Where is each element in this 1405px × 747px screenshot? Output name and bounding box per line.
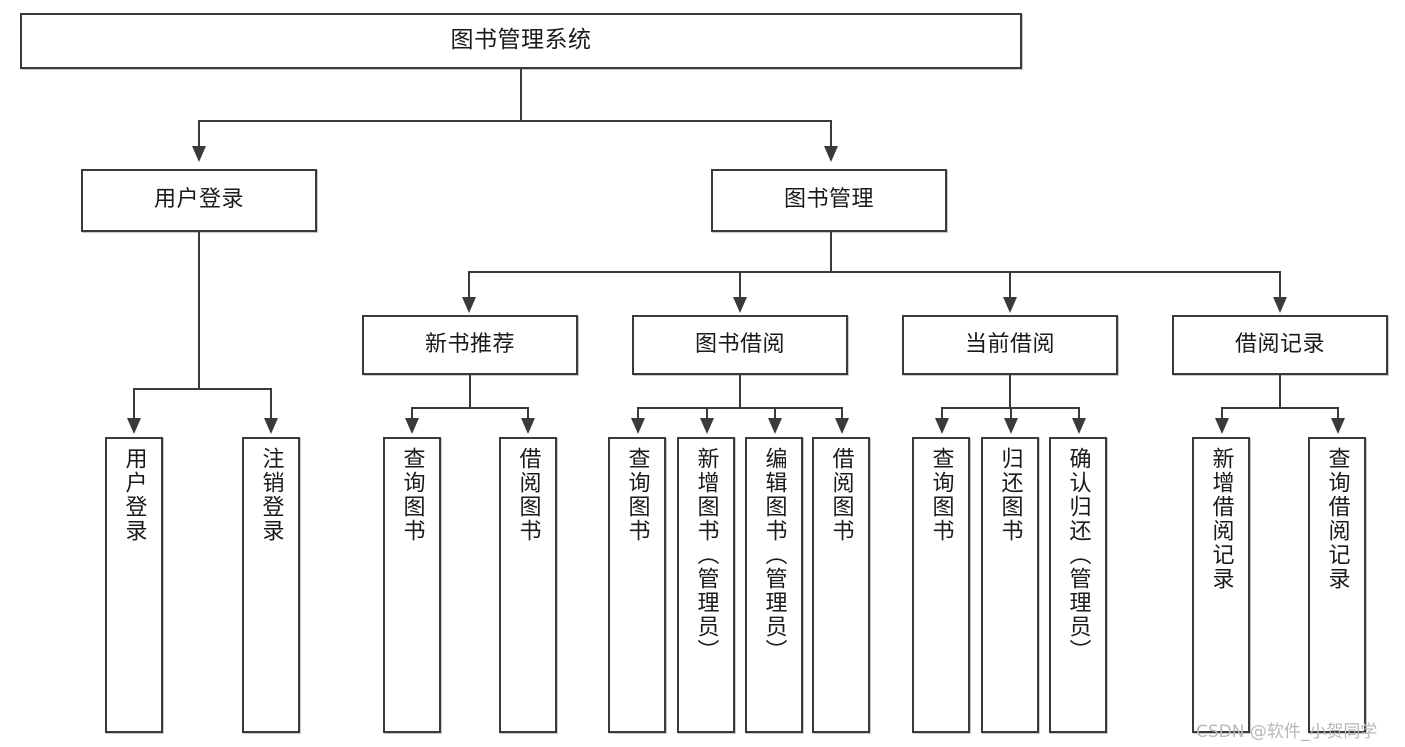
connector-level2-drop-4: [1279, 271, 1281, 299]
arrowhead-book-borrow: [733, 297, 747, 313]
node-leaf-query-book-2[interactable]: 查询图书: [608, 437, 666, 733]
connector-br-drop-1: [1221, 407, 1223, 418]
node-root-label: 图书管理系统: [450, 27, 592, 54]
connector-nbr-bus: [411, 407, 528, 409]
connector-bb-drop-4: [841, 407, 843, 418]
connector-root-to-user-login: [198, 120, 200, 148]
connector-cb-drop-1: [941, 407, 943, 418]
node-leaf-edit-book[interactable]: 编辑图书（管理员）: [745, 437, 803, 733]
node-leaf-logout-login[interactable]: 注销登录: [242, 437, 300, 733]
arrowhead-leaf-return-book: [1004, 418, 1018, 434]
connector-cb-drop-2: [1010, 407, 1012, 418]
node-leaf-return-book[interactable]: 归还图书: [981, 437, 1039, 733]
connector-br-bus: [1221, 407, 1338, 409]
connector-user-login-drop-1: [133, 388, 135, 418]
node-leaf-query-book-2-label: 查询图书: [624, 447, 650, 543]
node-book-borrow[interactable]: 图书借阅: [632, 315, 848, 375]
arrowhead-leaf-query-record: [1331, 418, 1345, 434]
arrowhead-new-book-recommend: [462, 297, 476, 313]
connector-root-to-book-management: [830, 120, 832, 148]
node-leaf-borrow-book-1[interactable]: 借阅图书: [499, 437, 557, 733]
node-leaf-confirm-return[interactable]: 确认归还（管理员）: [1049, 437, 1107, 733]
connector-level2-drop-2: [739, 271, 741, 299]
arrowhead-to-book-management: [824, 146, 838, 162]
node-leaf-add-record-label: 新增借阅记录: [1208, 447, 1234, 591]
connector-root-trunk: [520, 69, 522, 121]
connector-root-bus: [198, 120, 832, 122]
node-leaf-add-book-label: 新增图书（管理员）: [693, 447, 719, 663]
node-leaf-user-login-label: 用户登录: [121, 447, 147, 543]
node-borrow-record-label: 借阅记录: [1234, 331, 1325, 357]
node-borrow-record[interactable]: 借阅记录: [1172, 315, 1388, 375]
arrowhead-leaf-query-book-1: [405, 418, 419, 434]
node-leaf-borrow-book-2[interactable]: 借阅图书: [812, 437, 870, 733]
csdn-watermark: CSDN @软件_小贺同学: [1196, 722, 1378, 742]
node-leaf-query-book-3[interactable]: 查询图书: [912, 437, 970, 733]
arrowhead-leaf-borrow-book-2: [835, 418, 849, 434]
arrowhead-leaf-add-book: [700, 418, 714, 434]
connector-bb-drop-2: [706, 407, 708, 418]
node-book-management[interactable]: 图书管理: [711, 169, 947, 232]
node-leaf-query-book-3-label: 查询图书: [928, 447, 954, 543]
node-leaf-borrow-book-2-label: 借阅图书: [828, 447, 854, 543]
node-leaf-add-book[interactable]: 新增图书（管理员）: [677, 437, 735, 733]
connector-user-login-drop-2: [270, 388, 272, 418]
connector-br-drop-2: [1337, 407, 1339, 418]
node-user-login[interactable]: 用户登录: [81, 169, 317, 232]
connector-level2-bus: [468, 271, 1280, 273]
arrowhead-leaf-query-book-2: [631, 418, 645, 434]
arrowhead-leaf-add-record: [1215, 418, 1229, 434]
connector-nbr-drop-1: [411, 407, 413, 418]
node-current-borrow-label: 当前借阅: [964, 331, 1055, 357]
connector-level2-drop-1: [468, 271, 470, 299]
connector-user-login-trunk: [198, 232, 200, 389]
node-new-book-recommend[interactable]: 新书推荐: [362, 315, 578, 375]
connector-br-trunk: [1279, 375, 1281, 408]
connector-nbr-trunk: [469, 375, 471, 408]
node-new-book-recommend-label: 新书推荐: [424, 331, 515, 357]
node-root[interactable]: 图书管理系统: [20, 13, 1022, 69]
connector-cb-trunk: [1009, 375, 1011, 408]
arrowhead-leaf-query-book-3: [935, 418, 949, 434]
node-book-management-label: 图书管理: [783, 187, 874, 213]
connector-bb-bus: [637, 407, 842, 409]
node-user-login-label: 用户登录: [153, 187, 244, 213]
node-book-borrow-label: 图书借阅: [694, 331, 785, 357]
connector-bb-drop-1: [637, 407, 639, 418]
connector-user-login-bus: [133, 388, 270, 390]
node-leaf-query-book-1-label: 查询图书: [399, 447, 425, 543]
arrowhead-borrow-record: [1273, 297, 1287, 313]
arrowhead-leaf-borrow-book-1: [521, 418, 535, 434]
connector-bb-trunk: [739, 375, 741, 408]
connector-bb-drop-3: [774, 407, 776, 418]
arrowhead-current-borrow: [1003, 297, 1017, 313]
arrowhead-leaf-user-login: [127, 418, 141, 434]
node-leaf-confirm-return-label: 确认归还（管理员）: [1065, 447, 1091, 663]
node-leaf-borrow-book-1-label: 借阅图书: [515, 447, 541, 543]
node-leaf-add-record[interactable]: 新增借阅记录: [1192, 437, 1250, 733]
arrowhead-leaf-edit-book: [768, 418, 782, 434]
node-leaf-query-record-label: 查询借阅记录: [1324, 447, 1350, 591]
connector-book-management-trunk: [830, 232, 832, 272]
node-leaf-logout-login-label: 注销登录: [258, 447, 284, 543]
node-current-borrow[interactable]: 当前借阅: [902, 315, 1118, 375]
node-leaf-return-book-label: 归还图书: [997, 447, 1023, 543]
node-leaf-user-login[interactable]: 用户登录: [105, 437, 163, 733]
connector-cb-drop-3: [1078, 407, 1080, 418]
node-leaf-edit-book-label: 编辑图书（管理员）: [761, 447, 787, 663]
connector-nbr-drop-2: [527, 407, 529, 418]
node-leaf-query-book-1[interactable]: 查询图书: [383, 437, 441, 733]
arrowhead-leaf-logout-login: [264, 418, 278, 434]
arrowhead-to-user-login: [192, 146, 206, 162]
connector-level2-drop-3: [1009, 271, 1011, 299]
node-leaf-query-record[interactable]: 查询借阅记录: [1308, 437, 1366, 733]
arrowhead-leaf-confirm-return: [1072, 418, 1086, 434]
